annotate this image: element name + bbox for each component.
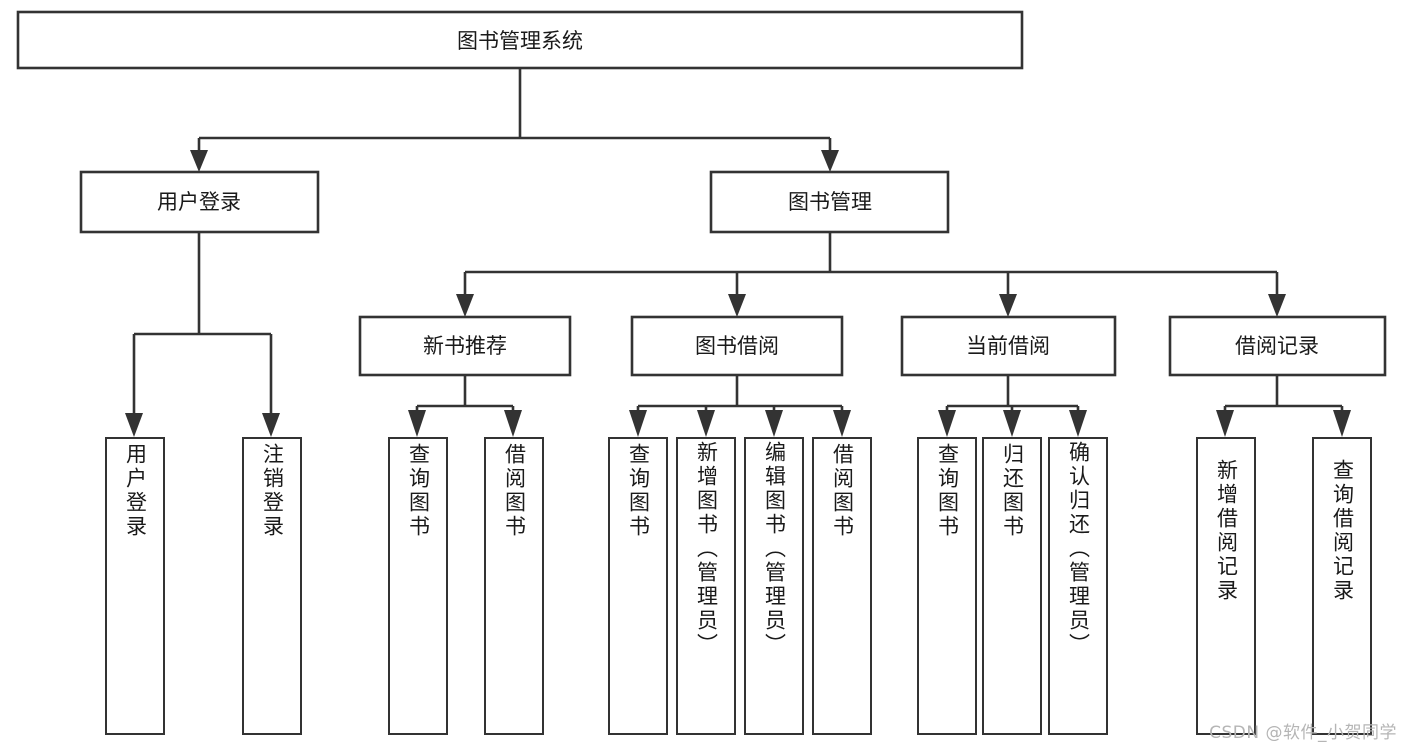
leaf-label: 新增借阅记录 [1214, 459, 1239, 603]
arrow-head-bb-4 [833, 410, 851, 437]
arrow-head-cb-1 [938, 410, 956, 437]
arrow-head-cb-3 [1069, 410, 1087, 437]
leaf-label: 借阅图书 [502, 443, 527, 539]
leaf-label-wrap: 新增图书（管理员） [678, 439, 734, 733]
leaf-label-wrap: 借阅图书 [486, 439, 542, 733]
leaf-label-wrap: 归还图书 [984, 439, 1040, 733]
leaf-user-login[interactable]: 用户登录 [105, 437, 165, 735]
arrow-head-level3-4 [1268, 294, 1286, 317]
leaf-label-wrap: 确认归还（管理员） [1050, 439, 1106, 733]
leaf-label-wrap: 新增借阅记录 [1198, 439, 1254, 733]
arrow-head-bb-1 [629, 410, 647, 437]
leaf-label: 查询图书 [935, 443, 960, 539]
leaf-br-query-record[interactable]: 查询借阅记录 [1312, 437, 1372, 735]
leaf-bb-edit-book[interactable]: 编辑图书（管理员） [744, 437, 804, 735]
leaf-label-wrap: 查询图书 [610, 439, 666, 733]
leaf-cb-return-book[interactable]: 归还图书 [982, 437, 1042, 735]
leaf-label-wrap: 查询借阅记录 [1314, 439, 1370, 733]
leaf-cb-confirm-return[interactable]: 确认归还（管理员） [1048, 437, 1108, 735]
leaf-label-wrap: 借阅图书 [814, 439, 870, 733]
leaf-label: 编辑图书（管理员） [762, 441, 787, 657]
leaf-bb-query-book[interactable]: 查询图书 [608, 437, 668, 735]
leaf-cb-query-book[interactable]: 查询图书 [917, 437, 977, 735]
leaf-label-wrap: 用户登录 [107, 439, 163, 733]
arrow-head-user-login-1 [125, 413, 143, 437]
node-root-box[interactable] [16, 10, 1024, 70]
leaf-label: 用户登录 [123, 443, 148, 539]
leaf-logout-login[interactable]: 注销登录 [242, 437, 302, 735]
node-book-borrow-label: 图书借阅 [695, 334, 779, 358]
leaf-bb-borrow-book[interactable]: 借阅图书 [812, 437, 872, 735]
leaf-label: 查询借阅记录 [1330, 459, 1355, 603]
leaf-label-wrap: 编辑图书（管理员） [746, 439, 802, 733]
leaf-label-wrap: 查询图书 [919, 439, 975, 733]
leaf-br-add-record[interactable]: 新增借阅记录 [1196, 437, 1256, 735]
node-user-login-label: 用户登录 [157, 190, 241, 214]
node-new-book-recommend-box[interactable] [358, 315, 572, 377]
arrow-head-level3-1 [456, 294, 474, 317]
csdn-watermark: CSDN @软件_小贺同学 [1209, 723, 1397, 743]
leaf-label-wrap: 注销登录 [244, 439, 300, 733]
arrow-head-cb-2 [1003, 410, 1021, 437]
leaf-label: 查询图书 [406, 443, 431, 539]
node-root-label: 图书管理系统 [457, 29, 583, 53]
node-current-borrow-box[interactable] [900, 315, 1117, 377]
arrow-head-br-2 [1333, 410, 1351, 437]
leaf-label: 确认归还（管理员） [1066, 441, 1091, 657]
arrow-head-user-login-2 [262, 413, 280, 437]
arrow-head-nbr-1 [408, 410, 426, 437]
node-new-book-recommend-label: 新书推荐 [423, 334, 507, 358]
leaf-nbr-query-book[interactable]: 查询图书 [388, 437, 448, 735]
leaf-bb-add-book[interactable]: 新增图书（管理员） [676, 437, 736, 735]
leaf-label: 注销登录 [260, 443, 285, 539]
node-book-borrow-box[interactable] [630, 315, 844, 377]
arrow-head-bb-2 [697, 410, 715, 437]
arrow-head-level3-3 [999, 294, 1017, 317]
node-current-borrow-label: 当前借阅 [966, 334, 1050, 358]
leaf-label: 新增图书（管理员） [694, 441, 719, 657]
leaf-label: 归还图书 [1000, 443, 1025, 539]
arrow-head-br-1 [1216, 410, 1234, 437]
node-book-manage-label: 图书管理 [788, 190, 872, 214]
leaf-label: 查询图书 [626, 443, 651, 539]
arrow-head-level2-2 [821, 150, 839, 172]
leaf-nbr-borrow-book[interactable]: 借阅图书 [484, 437, 544, 735]
leaf-label-wrap: 查询图书 [390, 439, 446, 733]
node-borrow-record-label: 借阅记录 [1235, 334, 1319, 358]
arrow-head-level3-2 [728, 294, 746, 317]
arrow-head-bb-3 [765, 410, 783, 437]
arrow-head-nbr-2 [504, 410, 522, 437]
leaf-label: 借阅图书 [830, 443, 855, 539]
arrow-head-level2-1 [190, 150, 208, 172]
